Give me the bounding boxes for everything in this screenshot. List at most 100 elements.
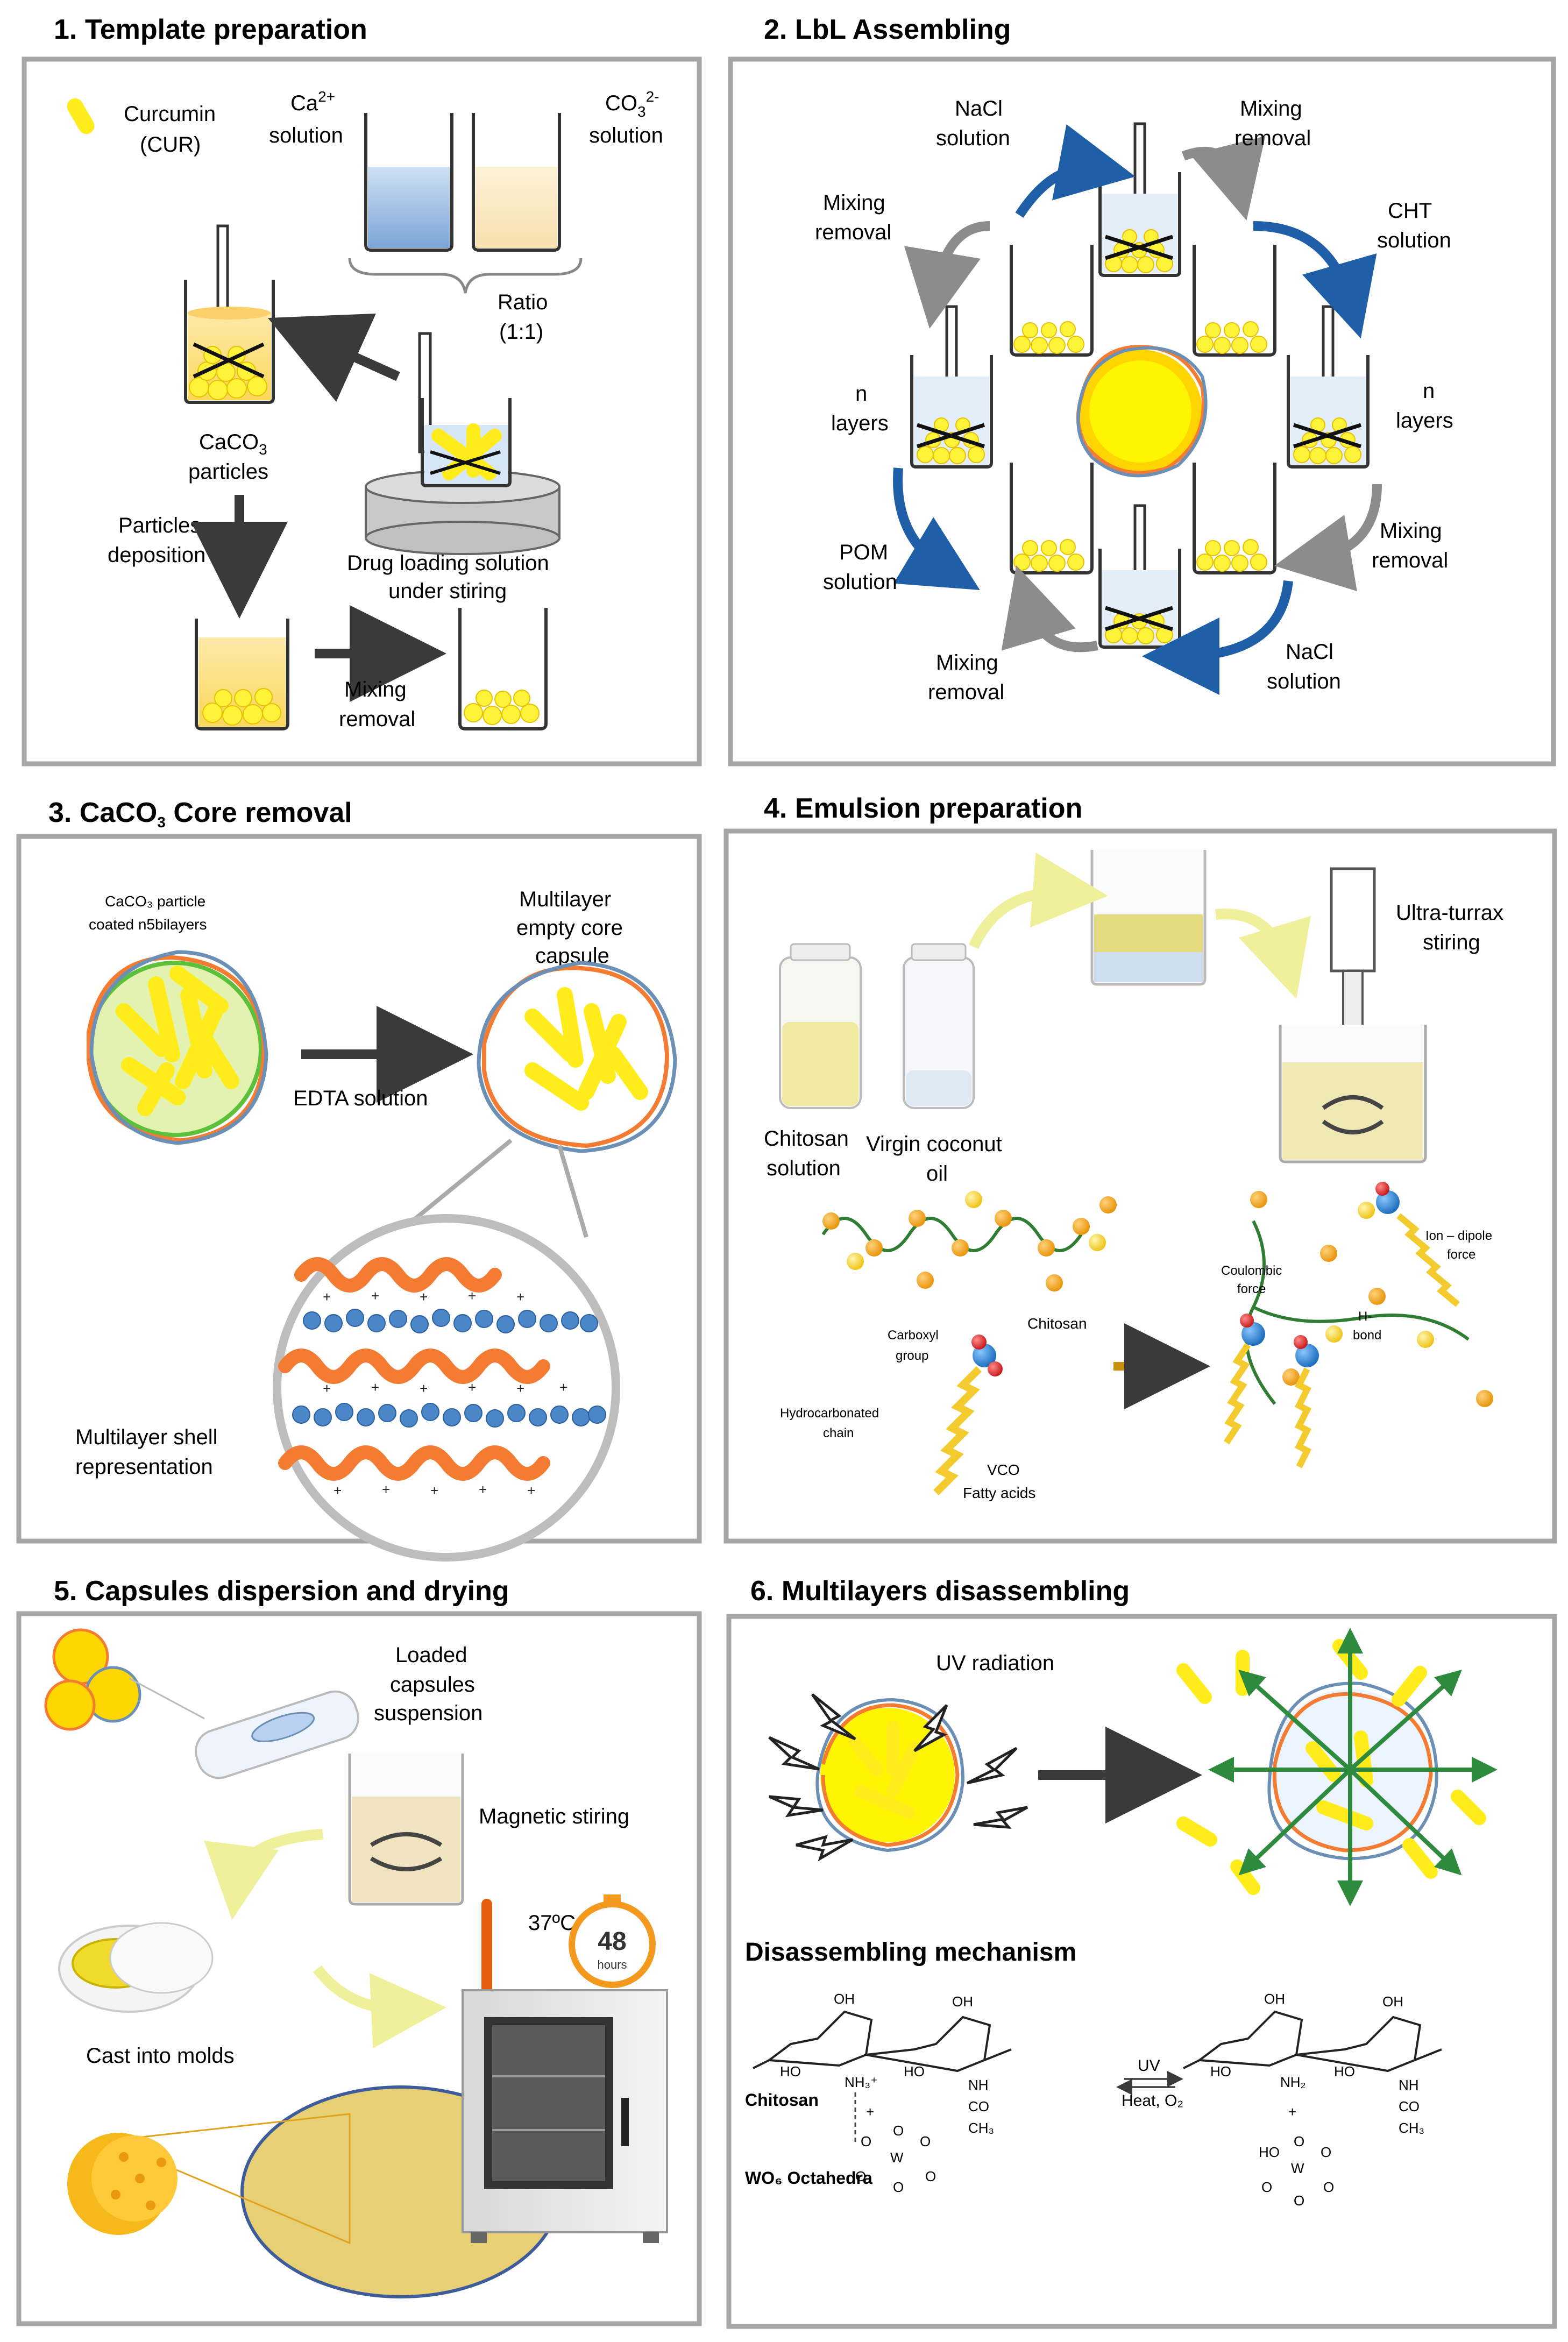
svg-text:+: + bbox=[468, 1288, 476, 1304]
ca-solution-beaker bbox=[364, 113, 453, 252]
svg-text:NH₃⁺: NH₃⁺ bbox=[845, 2074, 878, 2090]
ratio-label: Ratio bbox=[498, 290, 548, 314]
svg-text:O: O bbox=[861, 2133, 871, 2149]
carboxyl-label: Carboxyl bbox=[888, 1328, 939, 1343]
coulombic-label: Coulombic bbox=[1221, 1264, 1282, 1278]
curcumin-abbrev: (CUR) bbox=[140, 133, 201, 157]
zoom-line-right bbox=[557, 1145, 588, 1238]
ratio-brace bbox=[348, 258, 583, 294]
svg-text:+: + bbox=[382, 1481, 390, 1498]
hydro-label: Hydrocarbonated bbox=[780, 1406, 879, 1421]
mix-top-right-label: Mixing bbox=[1240, 97, 1302, 120]
chitosan-label: Chitosan bbox=[1027, 1315, 1087, 1332]
nacl-top-label: NaCl bbox=[955, 97, 1003, 120]
cht-label: CHT bbox=[1388, 199, 1432, 223]
panel3-title: 3. CaCO3 Core removal bbox=[48, 797, 352, 831]
removal-label: removal bbox=[339, 707, 415, 731]
group-label: group bbox=[896, 1349, 928, 1363]
wo6-structure-left: W O O O O O O bbox=[855, 2123, 936, 2195]
loaded-label-3: suspension bbox=[374, 1701, 483, 1725]
arrow-to-mixing bbox=[968, 852, 1108, 949]
drug-loading-label: Drug loading solution bbox=[347, 551, 549, 575]
svg-text:HO: HO bbox=[904, 2063, 925, 2080]
panel5-title: 5. Capsules dispersion and drying bbox=[54, 1575, 509, 1607]
lbl-cycle-arrows bbox=[893, 124, 1382, 695]
coated-particle bbox=[87, 950, 268, 1145]
turrax-label-1: Ultra-turrax bbox=[1396, 901, 1503, 925]
panel4-frame bbox=[723, 828, 1557, 1544]
vco-label-1: Virgin coconut bbox=[866, 1132, 1002, 1156]
empty-core-capsule bbox=[477, 961, 677, 1153]
drying-oven bbox=[462, 1989, 668, 2243]
pom-label: POM bbox=[839, 541, 888, 564]
svg-text:OH: OH bbox=[1264, 1991, 1285, 2007]
svg-text:O: O bbox=[1294, 2133, 1304, 2149]
panel-core-removal: 3. CaCO3 Core removal CaCO₃ particle coa… bbox=[16, 797, 702, 1562]
svg-text:+: + bbox=[527, 1482, 535, 1499]
particles-label: particles bbox=[188, 460, 268, 484]
arrow-to-caco3 bbox=[267, 313, 400, 402]
svg-text:O: O bbox=[893, 2123, 904, 2139]
ultra-turrax bbox=[1279, 867, 1427, 1163]
panel-multilayer-disassembling: 6. Multilayers disassembling UV radiatio… bbox=[726, 1575, 1557, 2329]
arrow-nacl-top bbox=[1015, 124, 1136, 218]
svg-text:+: + bbox=[479, 1481, 487, 1498]
n-right-label: n bbox=[1423, 379, 1435, 403]
mix-bottom-removal: removal bbox=[928, 680, 1004, 704]
mix-top-left-removal: removal bbox=[815, 221, 891, 244]
svg-text:HO: HO bbox=[1259, 2144, 1280, 2160]
pom-solution: solution bbox=[823, 570, 897, 594]
nacl-bottom-label: NaCl bbox=[1286, 640, 1333, 664]
lbl-beaker-right bbox=[1287, 305, 1370, 469]
svg-text:+: + bbox=[430, 1482, 438, 1499]
mix-top-right-removal: removal bbox=[1234, 126, 1311, 150]
chitosan-chain bbox=[821, 1191, 1117, 1291]
magnetic-stirring-beaker bbox=[348, 1754, 464, 1906]
ion-dipole-label: Ion – dipole bbox=[1425, 1229, 1492, 1243]
interaction-scheme bbox=[1224, 1182, 1493, 1468]
mixing-label: Mixing bbox=[344, 678, 407, 701]
caco3-label: CaCO3 bbox=[199, 430, 267, 458]
svg-text:+: + bbox=[468, 1379, 476, 1395]
panel3-frame bbox=[16, 834, 702, 1544]
svg-text:O: O bbox=[925, 2168, 936, 2184]
arrow-pom bbox=[893, 467, 980, 591]
arrow-to-oven bbox=[313, 1965, 446, 2049]
svg-text:O: O bbox=[893, 2179, 904, 2195]
empty-capsule-label-1: Multilayer bbox=[519, 888, 611, 911]
curcumin-legend-icon bbox=[67, 98, 95, 134]
capsule-cluster bbox=[44, 1628, 141, 1731]
uv-radiation-label: UV radiation bbox=[936, 1651, 1054, 1675]
vco-fatty-label-2: Fatty acids bbox=[963, 1485, 1035, 1501]
ca-solution-label: solution bbox=[269, 124, 343, 147]
panel2-frame bbox=[728, 56, 1556, 767]
stirring-label: under stiring bbox=[388, 579, 507, 603]
svg-text:CH₃: CH₃ bbox=[1399, 2120, 1424, 2136]
ca-ion-label: Ca2+ bbox=[290, 88, 335, 115]
zoom-line-vial bbox=[129, 1677, 205, 1720]
loaded-label-2: capsules bbox=[390, 1673, 475, 1697]
hbond-label-2: bond bbox=[1353, 1328, 1381, 1343]
lbl-beaker-lower-left bbox=[1010, 463, 1094, 574]
vco-fatty-label-1: VCO bbox=[987, 1461, 1020, 1478]
svg-text:HO: HO bbox=[1334, 2063, 1355, 2080]
chitosan-struct-label: Chitosan bbox=[745, 2090, 819, 2110]
chitosan-structure-right-labels: OH OH HO HO NH₂ NH CO CH₃ + bbox=[1210, 1991, 1424, 2136]
disassembled-capsule bbox=[1176, 1628, 1498, 1906]
lbl-beaker-left bbox=[910, 305, 993, 469]
co3-solution-beaker bbox=[472, 113, 561, 252]
deposition-label-1: Particles bbox=[118, 514, 201, 537]
svg-text:HO: HO bbox=[780, 2063, 801, 2080]
chitosan-structure-labels: OH OH HO HO NH₃⁺ NH CO CH₃ + bbox=[780, 1991, 994, 2136]
coated-bilayers-label: coated n5bilayers bbox=[89, 916, 207, 933]
svg-text:CH₃: CH₃ bbox=[968, 2120, 994, 2136]
arrow-to-turrax bbox=[1215, 909, 1311, 999]
svg-text:+: + bbox=[371, 1379, 379, 1395]
svg-text:OH: OH bbox=[952, 1993, 973, 2010]
panel4-title: 4. Emulsion preparation bbox=[764, 793, 1082, 824]
ratio-value: (1:1) bbox=[499, 320, 543, 344]
svg-text:NH: NH bbox=[1399, 2077, 1419, 2093]
deposition-beaker bbox=[195, 619, 289, 730]
coconut-oil-bottle bbox=[903, 943, 975, 1109]
